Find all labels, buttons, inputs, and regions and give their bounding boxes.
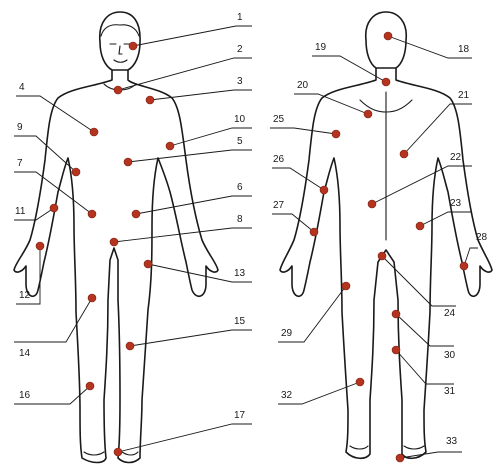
- point-28: [460, 262, 468, 270]
- label-28: 28: [476, 232, 488, 243]
- leader-19: [312, 56, 386, 82]
- leader-3: [150, 90, 252, 100]
- leader-27: [272, 214, 314, 232]
- label-22: 22: [450, 152, 462, 163]
- point-2: [114, 86, 122, 94]
- point-18: [384, 32, 392, 40]
- leader-17: [118, 424, 252, 452]
- point-21: [400, 150, 408, 158]
- leader-26: [272, 168, 324, 190]
- label-19: 19: [315, 42, 327, 53]
- front-figure: [14, 12, 218, 463]
- label-33: 33: [446, 436, 458, 447]
- label-27: 27: [273, 200, 285, 211]
- label-11: 11: [15, 206, 26, 217]
- leader-8: [114, 228, 252, 242]
- point-3: [146, 96, 154, 104]
- point-27: [310, 228, 318, 236]
- point-14: [88, 294, 96, 302]
- points: [36, 32, 468, 462]
- label-14: 14: [19, 348, 31, 359]
- point-6: [132, 210, 140, 218]
- point-7: [88, 210, 96, 218]
- label-7: 7: [17, 158, 23, 169]
- label-25: 25: [273, 114, 285, 125]
- point-17: [114, 448, 122, 456]
- point-16: [86, 382, 94, 390]
- leader-23: [420, 212, 472, 226]
- point-32: [356, 378, 364, 386]
- front-feet: [84, 452, 138, 455]
- label-23: 23: [450, 198, 462, 209]
- leader-1: [133, 26, 252, 46]
- label-32: 32: [281, 390, 293, 401]
- label-17: 17: [234, 410, 246, 421]
- label-12: 12: [19, 290, 31, 301]
- point-25: [332, 130, 340, 138]
- point-9: [72, 168, 80, 176]
- label-4: 4: [19, 82, 25, 93]
- point-1: [129, 42, 137, 50]
- point-4: [90, 128, 98, 136]
- front-head: [100, 12, 140, 70]
- label-5: 5: [237, 136, 243, 147]
- point-5: [124, 158, 132, 166]
- label-20: 20: [297, 80, 309, 91]
- label-3: 3: [237, 76, 243, 87]
- point-13: [144, 260, 152, 268]
- label-31: 31: [444, 386, 456, 397]
- point-8: [110, 238, 118, 246]
- label-13: 13: [234, 268, 246, 279]
- label-2: 2: [237, 44, 243, 55]
- front-hair: [101, 25, 139, 36]
- leader-5: [128, 150, 252, 162]
- point-23: [416, 222, 424, 230]
- point-31: [392, 346, 400, 354]
- front-face: [110, 44, 130, 62]
- label-16: 16: [19, 390, 31, 401]
- leader-24: [382, 256, 456, 306]
- point-10: [166, 142, 174, 150]
- leader-lines: [14, 26, 478, 458]
- label-1: 1: [237, 12, 243, 23]
- label-24: 24: [444, 308, 456, 319]
- label-29: 29: [281, 328, 293, 339]
- leader-15: [130, 330, 252, 346]
- leader-20: [294, 94, 368, 114]
- back-heels: [350, 446, 424, 449]
- label-9: 9: [17, 122, 23, 133]
- label-21: 21: [458, 90, 470, 101]
- label-8: 8: [237, 214, 243, 225]
- label-30: 30: [444, 350, 456, 361]
- number-labels: 1 2 3 4 10 9 5 7 6 11 8 13 12 15 14 16 1…: [15, 12, 488, 447]
- point-26: [320, 186, 328, 194]
- label-6: 6: [237, 182, 243, 193]
- point-12: [36, 242, 44, 250]
- point-11: [50, 204, 58, 212]
- label-18: 18: [458, 44, 470, 55]
- point-22: [368, 200, 376, 208]
- point-15: [126, 342, 134, 350]
- label-15: 15: [234, 316, 246, 327]
- point-29: [342, 282, 350, 290]
- label-10: 10: [234, 114, 246, 125]
- leader-14: [14, 298, 92, 342]
- point-19: [382, 78, 390, 86]
- point-20: [364, 110, 372, 118]
- point-30: [392, 310, 400, 318]
- leader-25: [270, 128, 336, 134]
- leader-33: [400, 452, 462, 458]
- point-33: [396, 454, 404, 462]
- point-24: [378, 252, 386, 260]
- label-26: 26: [273, 154, 285, 165]
